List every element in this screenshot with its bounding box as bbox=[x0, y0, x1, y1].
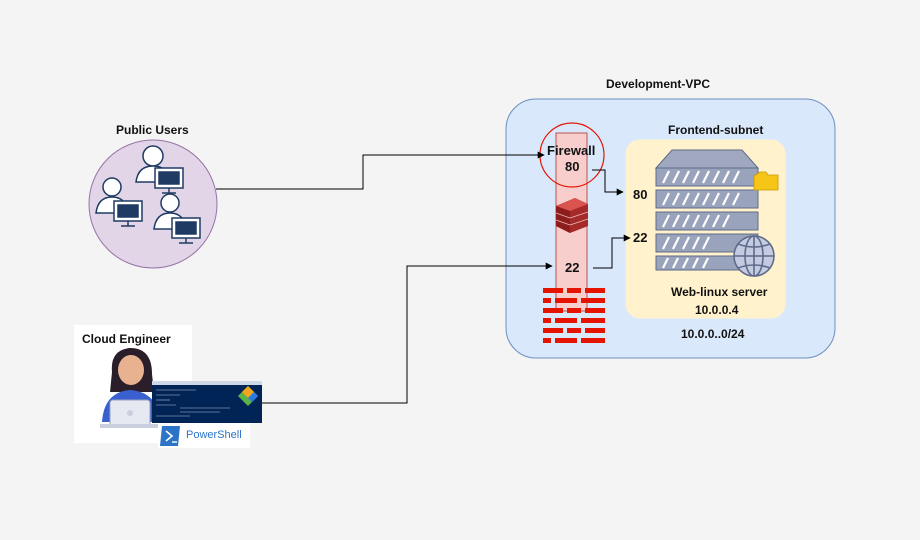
connector-fw22-to-server22 bbox=[593, 234, 631, 269]
powershell-icon bbox=[158, 423, 250, 448]
server-rack-icon[interactable] bbox=[654, 149, 760, 271]
connector-users-to-firewall bbox=[216, 151, 545, 190]
firewall-port-http: 80 bbox=[565, 159, 580, 174]
subnet-title: Frontend-subnet bbox=[668, 123, 764, 137]
windows-tool-logo-icon bbox=[238, 386, 258, 406]
globe-icon bbox=[733, 235, 775, 277]
firewall-label: Firewall bbox=[547, 143, 596, 158]
vpc-title: Development-VPC bbox=[606, 77, 711, 91]
powershell-window[interactable] bbox=[152, 381, 262, 423]
firewall[interactable] bbox=[539, 122, 605, 343]
brick-wall-icon bbox=[555, 198, 589, 233]
person-laptop-icon[interactable] bbox=[74, 325, 192, 443]
firewall-port-ssh: 22 bbox=[565, 260, 580, 275]
public-users-label: Public Users bbox=[116, 123, 189, 137]
server-name: Web-linux server bbox=[671, 285, 768, 299]
engineer-label: Cloud Engineer bbox=[82, 332, 171, 346]
server-port-ssh: 22 bbox=[633, 230, 648, 245]
server-ip: 10.0.0.4 bbox=[695, 303, 739, 317]
folder-icon bbox=[753, 171, 779, 191]
powershell-label: PowerShell bbox=[186, 429, 242, 441]
connector-engineer-to-firewall bbox=[262, 262, 553, 404]
users-group-icon[interactable] bbox=[88, 139, 218, 269]
firewall-wall-icon bbox=[543, 288, 605, 343]
connector-fw80-to-server80 bbox=[592, 169, 624, 196]
subnet-cidr: 10.0.0..0/24 bbox=[681, 327, 745, 341]
server-port-http: 80 bbox=[633, 187, 648, 202]
